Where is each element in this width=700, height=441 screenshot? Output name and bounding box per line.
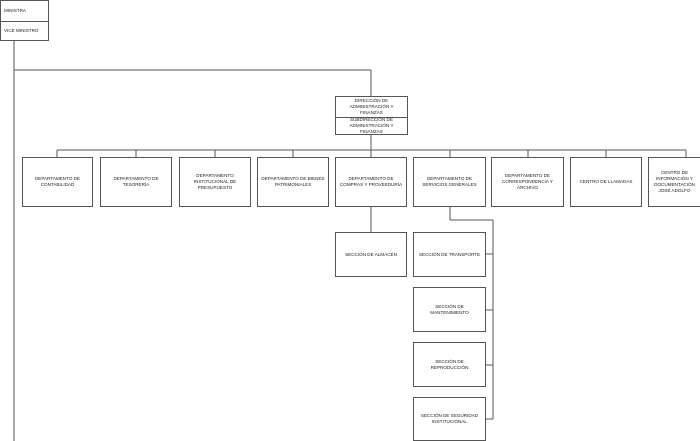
seccion-seguridad-institucional: SECCIÓN DE SEGURIDAD INSTITUCIONAL (413, 397, 486, 441)
vice-ministro-box: VICE MINISTRO (1, 21, 48, 40)
direccion-box: DIRECCIÓN DE ADMINISTRACIÓN Y FINANZAS (349, 98, 394, 115)
ministra-box: MINISTRA (4, 8, 26, 13)
dept-contabilidad: DEPARTAMENTO DE CONTABILIDAD (22, 157, 93, 207)
seccion-transporte: SECCIÓN DE TRANSPORTE (413, 232, 486, 277)
dept-presupuesto: DEPARTAMENTO INSTITUCIONAL DE PRESUPUEST… (179, 157, 251, 207)
centro-de-llamadas: CENTRO DE LLAMADAS (570, 157, 642, 207)
dept-tesoreria: DEPARTAMENTO DE TESORERÍA (100, 157, 172, 207)
seccion-almacen: SECCIÓN DE ALMACÉN (335, 232, 407, 277)
executive-stack: MINISTRA VICE MINISTRO (0, 0, 49, 41)
dept-correspondencia-archivo: DEPARTAMENTO DE CORRESPONDENCIA Y ARCHIV… (491, 157, 564, 207)
subdireccion-box: SUBDIRECCIÓN DE ADMINISTRACIÓN Y FINANZA… (336, 117, 407, 134)
direccion-stack: DIRECCIÓN DE ADMINISTRACIÓN Y FINANZAS S… (335, 96, 408, 135)
dept-compras-proveeduria: DEPARTAMENTO DE COMPRAS Y PROVEEDURÍA (335, 157, 407, 207)
dept-bienes-patrimoniales: DEPARTAMENTO DE BIENES PATRIMONIALES (257, 157, 329, 207)
seccion-mantenimiento: SECCIÓN DE MANTENIMIENTO (413, 287, 486, 332)
dept-servicios-generales: DEPARTAMENTO DE SERVICIOS GENERALES (413, 157, 486, 207)
centro-de-informacion: CENTRO DE INFORMACIÓN Y DOCUMENTACIÓN JO… (648, 157, 700, 207)
seccion-reproduccion: SECCIÓN DE REPRODUCCIÓN (413, 342, 486, 387)
